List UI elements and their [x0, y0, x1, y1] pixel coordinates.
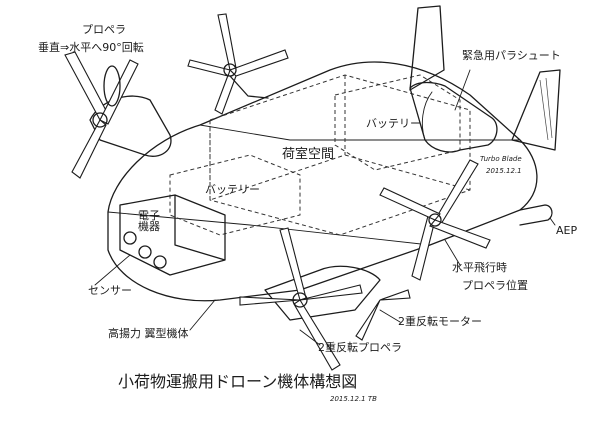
parachute-canister: [409, 81, 498, 153]
label-horizontal-propeller-position: プロペラ位置: [462, 279, 528, 292]
front-left-nacelle: [89, 95, 172, 157]
signature-name: Turbo Blade: [480, 155, 522, 163]
parachute-canister-cap: [421, 91, 433, 141]
label-propeller: プロペラ: [82, 23, 126, 36]
label-emergency-parachute: 緊急用パラシュート: [462, 49, 561, 62]
label-sensor: センサー: [88, 284, 132, 297]
label-aep: AEP: [556, 224, 578, 237]
tail-fin-left: [409, 5, 445, 91]
top-front-propeller: [187, 13, 289, 115]
leader-body: [189, 299, 216, 331]
bottom-motor-nacelle: [264, 265, 381, 321]
fuselage-outline: [107, 61, 538, 302]
leader-aep: [549, 217, 556, 226]
footer-date: 2015.12.1 TB: [330, 395, 377, 403]
electronics-box: [119, 194, 226, 276]
bottom-contra-propeller: [239, 227, 363, 371]
label-cargo-room: 荷室空間: [282, 147, 335, 162]
tail-fin-right: [511, 69, 561, 151]
label-propeller-rotation: 垂直⇒水平へ90°回転: [38, 41, 144, 54]
sensor-3: [153, 255, 167, 269]
label-electronics: 電子 機器: [138, 209, 160, 233]
cargo-space-inner: [209, 75, 471, 201]
aep-nozzle: [519, 204, 553, 226]
fuselage-lower-ridge: [107, 211, 431, 246]
leader-contra-prop: [299, 329, 321, 346]
page-title: 小荷物運搬用ドローン機体構想図: [118, 372, 358, 391]
front-left-propeller: [64, 51, 139, 179]
bottom-rear-propeller: [355, 289, 411, 341]
label-battery-center: バッテリー: [205, 183, 260, 196]
sensor-2: [138, 245, 152, 259]
leader-horizontal: [444, 239, 461, 266]
tail-fin-right-hatch: [539, 77, 553, 141]
sensor-1: [123, 231, 137, 245]
label-horizontal-flight: 水平飛行時: [452, 261, 507, 274]
leader-sensor: [94, 254, 131, 286]
signature-date: 2015.12.1: [486, 167, 522, 175]
right-horizontal-propeller: [379, 159, 491, 281]
leader-contra-motor: [379, 309, 401, 323]
label-battery-right: バッテリー: [366, 117, 421, 130]
fuselage-upper-ridge: [199, 124, 521, 141]
label-contra-motor: 2重反転モーター: [398, 315, 482, 328]
label-contra-propeller: 2重反転プロペラ: [318, 341, 402, 354]
label-high-lift-body: 高揚力 翼型機体: [108, 327, 189, 340]
leader-parachute: [454, 69, 471, 111]
battery-center-box: [169, 154, 301, 236]
